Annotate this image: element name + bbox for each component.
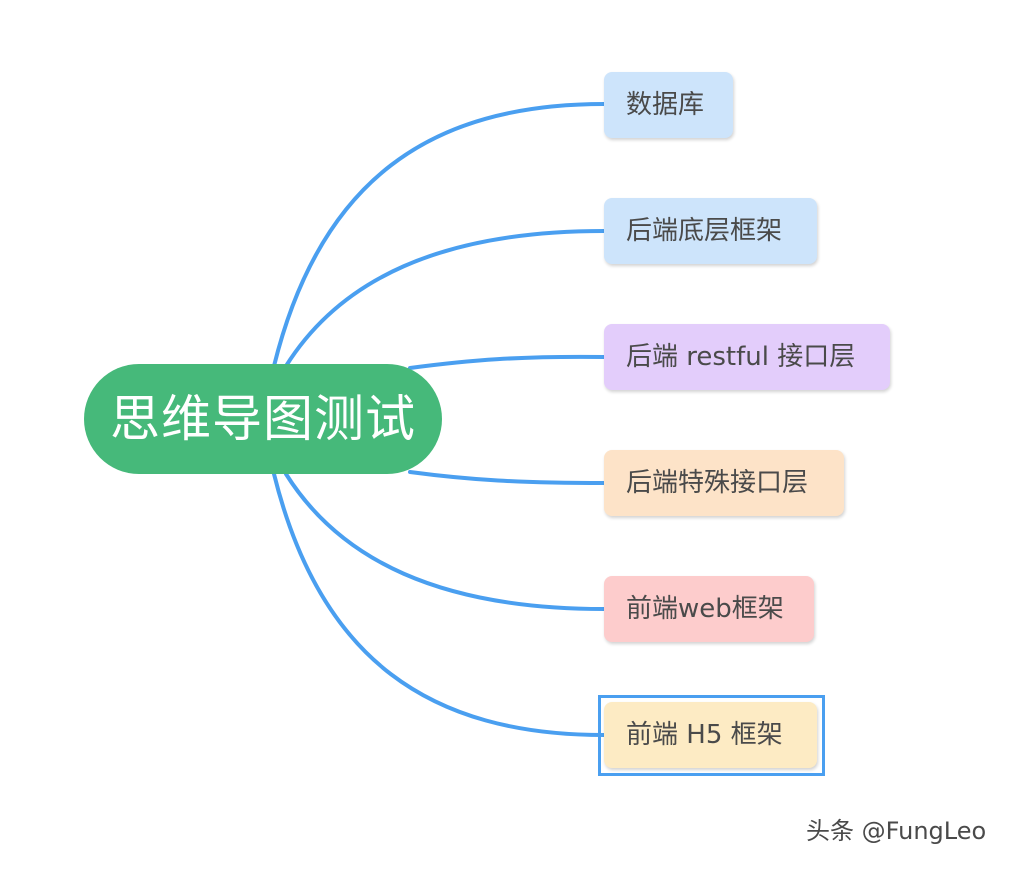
branch-link-5 xyxy=(272,472,606,737)
mindmap-node-frontend-h5[interactable]: 前端 H5 框架 xyxy=(604,702,817,768)
branch-link-3 xyxy=(408,470,606,485)
mindmap-node-frontend-web[interactable]: 前端web框架 xyxy=(604,576,814,642)
mindmap-root-node[interactable]: 思维导图测试 xyxy=(84,364,442,474)
watermark-text: 头条 @FungLeo xyxy=(806,817,987,845)
branch-link-0 xyxy=(272,102,606,368)
branch-link-1 xyxy=(284,229,606,368)
branch-link-4 xyxy=(284,472,606,611)
mindmap-node-database[interactable]: 数据库 xyxy=(604,72,733,138)
branch-link-2 xyxy=(408,354,606,370)
mindmap-node-backend-restful[interactable]: 后端 restful 接口层 xyxy=(604,324,890,390)
mindmap-node-backend-special-api[interactable]: 后端特殊接口层 xyxy=(604,450,844,516)
mindmap-node-backend-framework[interactable]: 后端底层框架 xyxy=(604,198,817,264)
